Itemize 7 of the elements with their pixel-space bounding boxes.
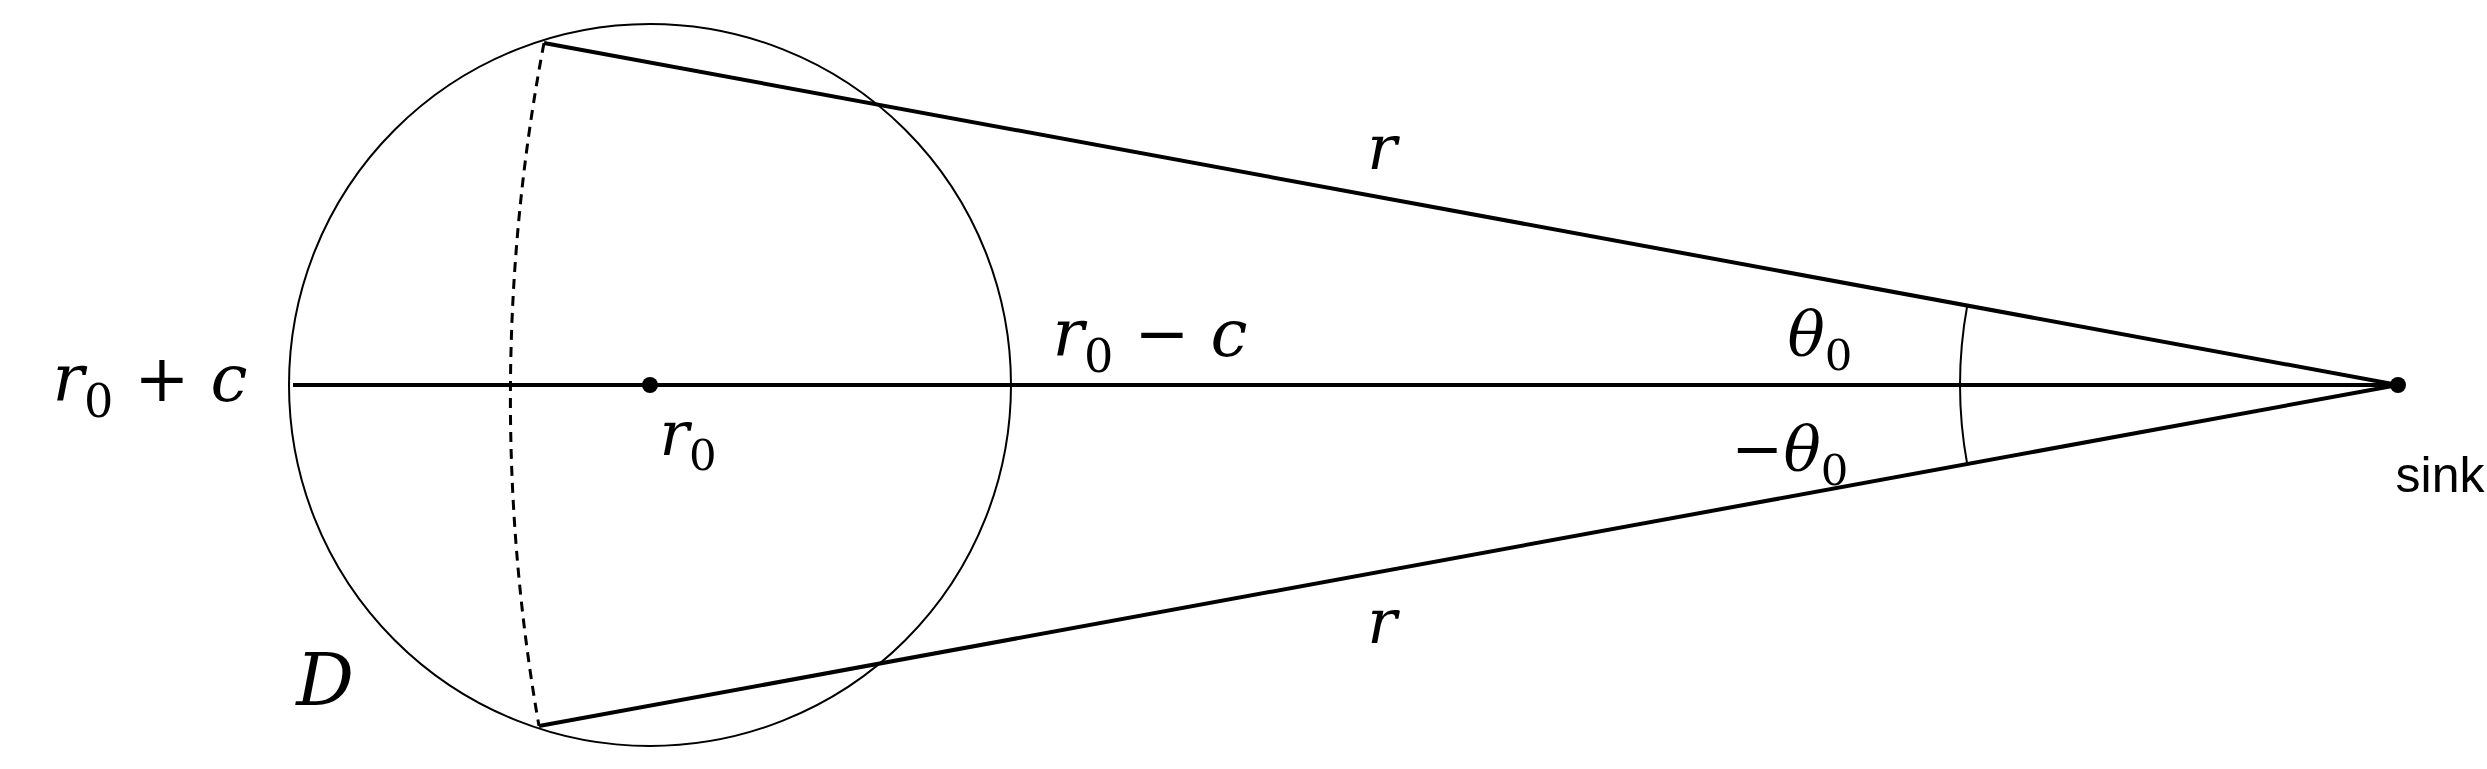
math-label: θ$_{0}$: [1787, 302, 1853, 378]
math-label: D: [296, 644, 354, 716]
text-label: sink: [2395, 450, 2485, 500]
math-label: −θ$_{0}$: [1731, 417, 1849, 493]
math-label: r$_{0}$: [659, 402, 717, 478]
math-label: r$_{0}$ − c: [1052, 300, 1248, 380]
math-label: r$_{0}$ + c: [52, 345, 248, 425]
